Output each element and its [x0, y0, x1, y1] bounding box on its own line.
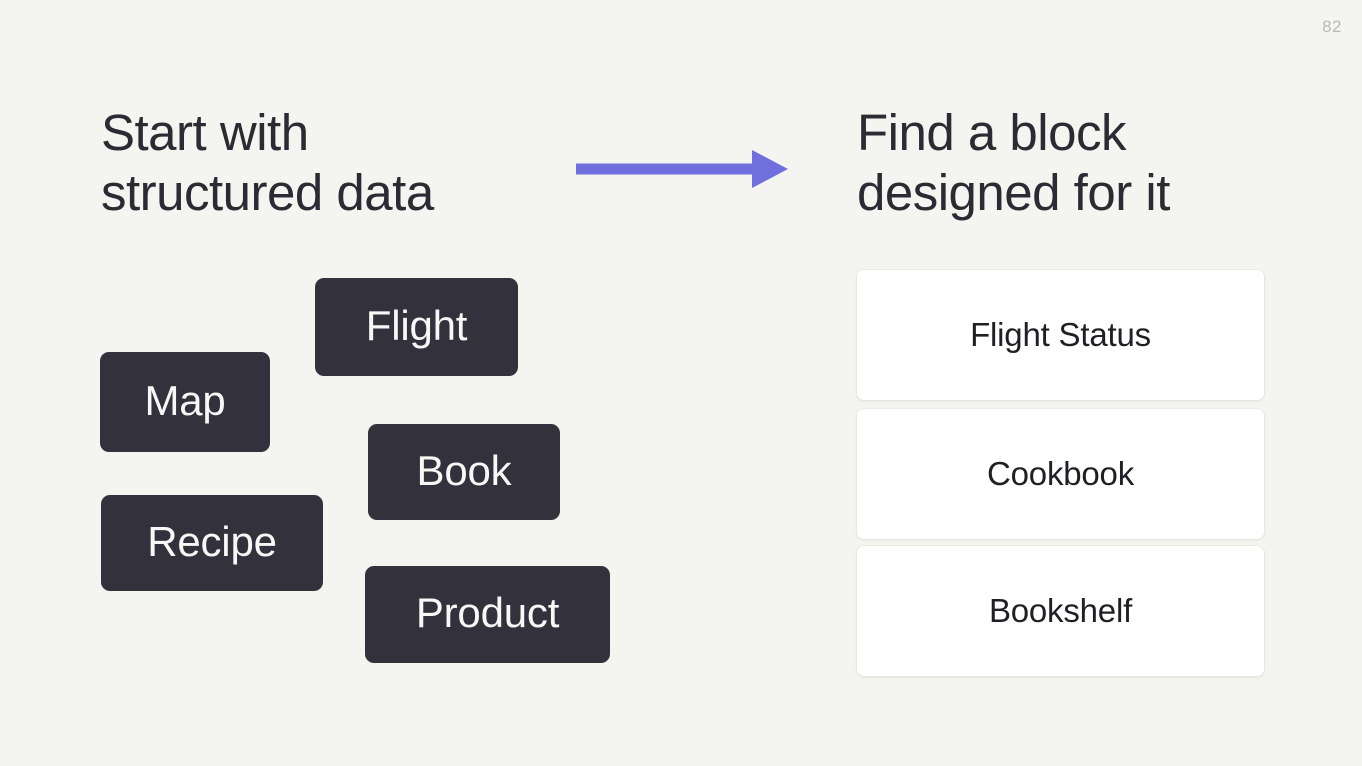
block-card-bookshelf[interactable]: Bookshelf: [857, 546, 1264, 676]
card-label: Cookbook: [987, 454, 1134, 492]
right-panel-heading: Find a block designed for it: [857, 104, 1170, 222]
chip-flight: Flight: [315, 278, 518, 376]
chip-book: Book: [368, 424, 560, 520]
page-number: 82: [1322, 17, 1342, 36]
chip-label: Map: [144, 376, 226, 424]
arrow-right-icon: [576, 150, 788, 188]
chip-label: Flight: [365, 301, 468, 349]
left-panel-heading: Start with structured data: [101, 104, 434, 222]
chip-recipe: Recipe: [101, 495, 323, 591]
card-label: Flight Status: [970, 315, 1151, 353]
chip-label: Product: [415, 589, 560, 636]
block-card-flight-status[interactable]: Flight Status: [857, 270, 1264, 400]
chip-product: Product: [365, 566, 610, 663]
block-card-cookbook[interactable]: Cookbook: [857, 409, 1264, 539]
chip-label: Book: [416, 446, 512, 494]
card-label: Bookshelf: [988, 591, 1133, 629]
chip-map: Map: [100, 352, 270, 452]
chip-label: Recipe: [147, 517, 277, 565]
